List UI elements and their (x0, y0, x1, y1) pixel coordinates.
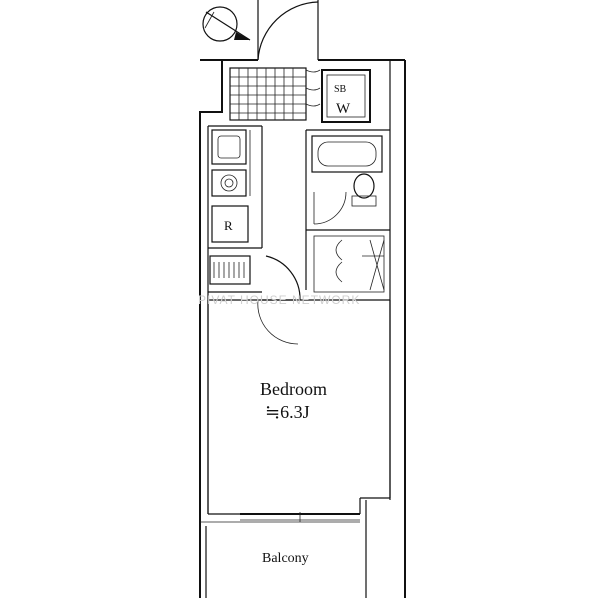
closet-label: W (336, 101, 351, 117)
shoe-box-label: SB (334, 84, 347, 95)
bedroom-door (257, 255, 301, 345)
compass-icon (202, 6, 251, 42)
entrance-tile (229, 67, 307, 121)
bedroom: Bedroom ≒6.3J (207, 300, 391, 515)
bathtub (311, 135, 383, 173)
fridge-label: R (224, 218, 233, 233)
bathroom-door (313, 191, 347, 225)
washroom (313, 235, 385, 293)
balcony-label: Balcony (262, 551, 309, 566)
bedroom-label: Bedroom (260, 379, 327, 399)
washing-machine-area (209, 255, 251, 285)
watermark: PIVAT HOUSE NETWORK (198, 293, 360, 307)
interior-walls (208, 125, 390, 301)
balcony-window (240, 512, 360, 522)
outer-walls (199, 59, 406, 598)
bedroom-size: ≒6.3J (265, 402, 310, 422)
kitchen-sink (211, 129, 247, 165)
toilet-icon (351, 173, 377, 207)
refrigerator: R (211, 205, 249, 243)
shoe-box-closet: SB W (305, 69, 371, 123)
balcony: Balcony (199, 500, 367, 598)
stove-icon (211, 169, 247, 197)
entrance-door (257, 0, 319, 61)
